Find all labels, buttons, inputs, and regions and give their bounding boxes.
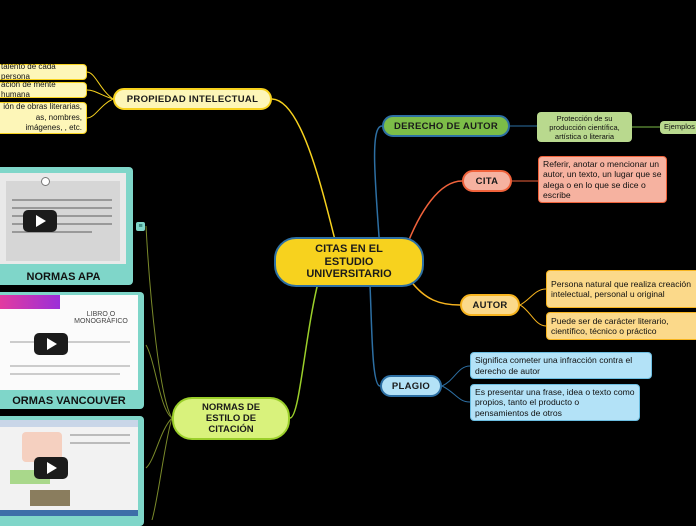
video-caption: NORMAS APA <box>0 269 133 285</box>
autor-leaf-2[interactable]: Puede ser de carácter literario, científ… <box>546 312 696 340</box>
cita-leaf[interactable]: Referir, anotar o mencionar un autor, un… <box>538 156 667 203</box>
autor-leaf-1[interactable]: Persona natural que realiza creación int… <box>546 270 696 308</box>
plagio-leaf-2[interactable]: Es presentar una frase, idea o texto com… <box>470 384 640 421</box>
branch-propiedad-label: PROPIEDAD INTELECTUAL <box>127 94 258 105</box>
video-caption <box>0 510 144 526</box>
branch-normas-de-estilo[interactable]: NORMAS DE ESTILO DE CITACIÓN <box>172 397 290 440</box>
video-thumbnail <box>0 420 138 516</box>
propiedad-leaf-3[interactable]: ión de obras literarias, as, nombres, im… <box>0 102 87 134</box>
branch-derecho-de-autor[interactable]: DERECHO DE AUTOR <box>382 115 510 137</box>
plagio-leaf-1[interactable]: Significa cometer una infracción contra … <box>470 352 652 379</box>
propiedad-leaf-1[interactable]: talento de cada persona <box>0 64 87 80</box>
notes-icon[interactable]: ≡ <box>136 222 145 231</box>
branch-plagio[interactable]: PLAGIO <box>380 375 442 397</box>
play-icon[interactable] <box>23 210 57 232</box>
video-normas-vancouver[interactable]: LIBRO O MONOGRÁFICO ORMAS VANCOUVER <box>0 292 144 409</box>
video-normas-apa[interactable]: NORMAS APA <box>0 167 133 285</box>
derecho-child[interactable]: Protección de su producción científica, … <box>537 112 632 142</box>
video-title-text: LIBRO O MONOGRÁFICO <box>66 311 136 325</box>
video-third[interactable] <box>0 416 144 526</box>
branch-cita[interactable]: CITA <box>462 170 512 192</box>
branch-propiedad-intelectual[interactable]: PROPIEDAD INTELECTUAL <box>113 88 272 110</box>
central-topic[interactable]: CITAS EN EL ESTUDIO UNIVERSITARIO <box>274 237 424 287</box>
derecho-grandchild[interactable]: Ejemplos <box>660 121 696 134</box>
central-topic-label: CITAS EN EL ESTUDIO UNIVERSITARIO <box>290 243 408 281</box>
play-icon[interactable] <box>34 457 68 479</box>
video-thumbnail: LIBRO O MONOGRÁFICO <box>0 295 138 390</box>
branch-autor[interactable]: AUTOR <box>460 294 520 316</box>
propiedad-leaf-2[interactable]: ación de mente humana <box>0 82 87 98</box>
video-caption: ORMAS VANCOUVER <box>0 393 144 409</box>
play-icon[interactable] <box>34 333 68 355</box>
video-thumbnail <box>0 173 126 264</box>
